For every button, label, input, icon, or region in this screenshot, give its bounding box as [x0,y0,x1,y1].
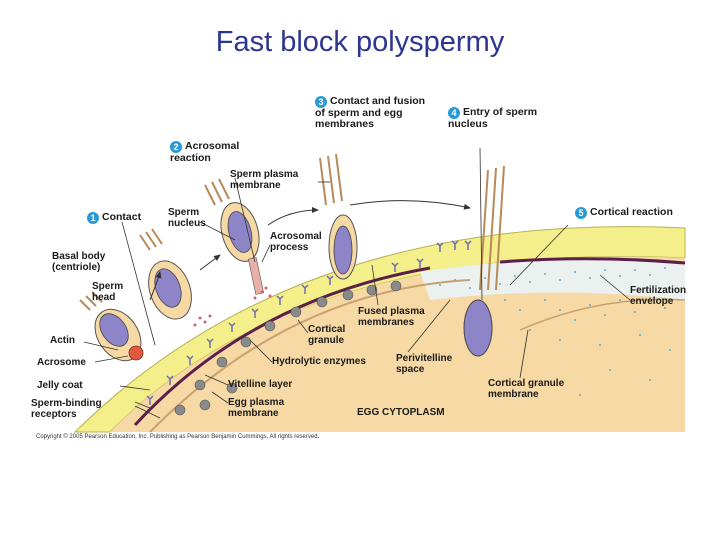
arrow-2-3 [199,254,221,271]
label-basal-body: Basal body(centriole) [52,251,106,273]
arrow-1-2 [149,271,162,301]
page-title: Fast block polyspermy [215,26,505,58]
label-vitelline-layer: Vitelline layer [228,379,293,390]
hydrolytic-enzyme-dots [193,286,272,327]
sperm-3 [204,178,265,295]
step-5-badge: 5 [575,207,587,219]
label-actin: Actin [50,335,75,346]
sperm-5 [463,165,505,357]
leader-lines [83,147,631,419]
step-2-badge: 2 [170,141,182,153]
sperm-binding-receptors [146,240,472,405]
step-5-label: Cortical reaction [590,206,673,218]
sperm-2 [139,228,192,320]
step-1-badge: 1 [87,212,99,224]
arrow-4-5 [349,200,471,210]
cortical-granule-membrane [519,298,686,331]
egg-cytoplasm [110,256,685,432]
step-3-label: Contact and fusion of sperm and egg memb… [315,95,426,130]
step-2-label: Acrosomal reaction [170,140,240,164]
label-egg-cytoplasm: EGG CYTOPLASM [357,407,445,418]
step-3-badge: 3 [315,96,327,108]
arrow-3-4 [267,207,319,226]
label-jelly-coat: Jelly coat [37,380,83,391]
perivitelline-speckles [439,267,671,396]
step-4-badge: 4 [448,107,460,119]
perivitelline-space [420,258,685,300]
label-acrosome: Acrosome [37,357,86,368]
step-4-label: Entry of sperm nucleus [448,106,538,130]
cortical-granules [174,280,402,416]
fertilization-envelope [499,257,686,265]
sperm-4 [319,153,358,280]
sperm-1 [79,291,144,362]
step-1-label: Contact [102,211,142,223]
label-hydrolytic-enzymes: Hydrolytic enzymes [272,356,366,367]
copyright-notice: Copyright © 2005 Pearson Education, Inc.… [36,434,320,440]
